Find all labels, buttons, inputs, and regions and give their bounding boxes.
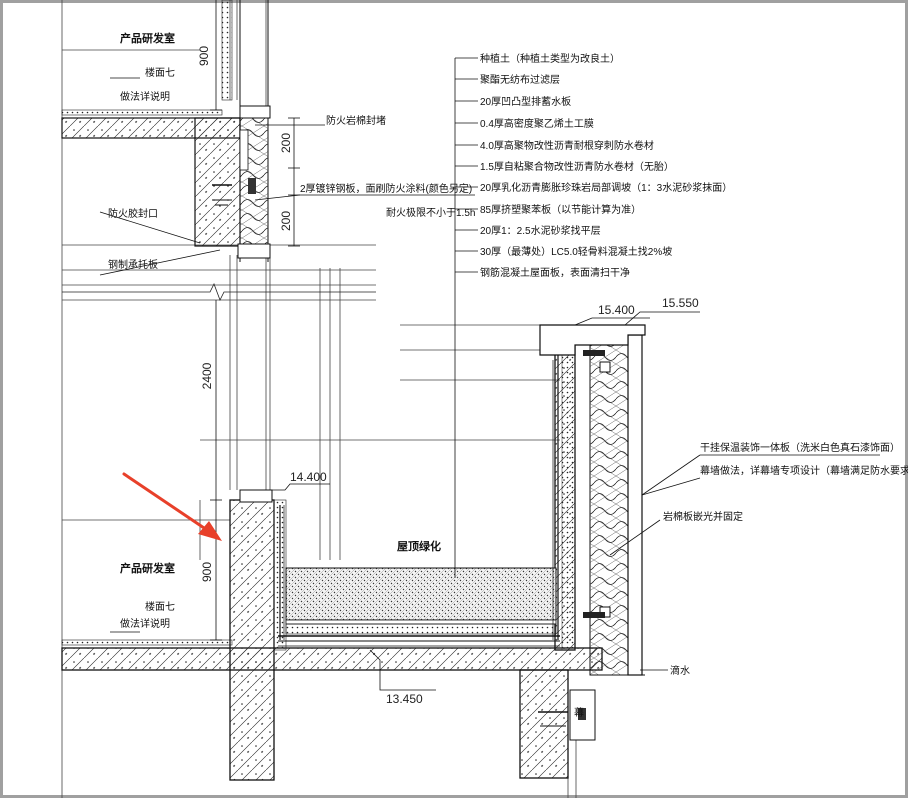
dim-200-b: 200 <box>279 211 293 231</box>
roof-garden-label: 屋顶绿化 <box>397 539 441 553</box>
curtain-wall-label: 幕墙做法，详幕墙专项设计（幕墙满足防水要求） <box>700 464 908 477</box>
room-label-bottom: 产品研发室 <box>120 561 175 575</box>
fire-rating-label: 耐火极限不小于1.5h <box>386 206 475 219</box>
roof-layer-8: 85厚挤塑聚苯板（以节能计算为准） <box>480 203 641 216</box>
elevation-15550: 15.550 <box>662 296 699 310</box>
roof-layer-11: 钢筋混凝土屋面板，表面清扫干净 <box>480 266 630 279</box>
facade-tag: 幕 <box>574 706 584 719</box>
elevation-15400: 15.400 <box>598 303 635 317</box>
drip-label: 滴水 <box>670 664 690 677</box>
dim-2400: 2400 <box>200 362 214 389</box>
roof-layer-7: 20厚乳化沥青膨胀珍珠岩局部调坡（1：3水泥砂浆抹面） <box>480 181 732 194</box>
roof-layer-4: 0.4厚高密度聚乙烯土工膜 <box>480 117 594 130</box>
roof-layer-3: 20厚凹凸型排蓄水板 <box>480 95 571 108</box>
floor-note-top-1: 楼面七 <box>145 66 175 79</box>
fire-seal-label: 防火胶封口 <box>108 207 158 220</box>
steel-bracket-label: 钢制承托板 <box>108 258 158 271</box>
floor-note-top-2: 做法详说明 <box>120 90 170 103</box>
elevation-13450: 13.450 <box>386 692 423 706</box>
upper-slab <box>61 109 269 247</box>
cladding-label: 干挂保温装饰一体板（洗米白色真石漆饰面） <box>700 441 900 454</box>
roof-layer-list: 种植土（种植土类型为改良土） 聚酯无纺布过滤层 20厚凹凸型排蓄水板 0.4厚高… <box>480 52 732 279</box>
wool-fix-label: 岩棉板嵌光并固定 <box>663 510 743 523</box>
grid-lines <box>61 0 577 798</box>
dimension-lines <box>210 0 300 641</box>
roof-layer-5: 4.0厚高聚物改性沥青耐根穿刺防水卷材 <box>480 139 654 152</box>
upper-facade <box>221 0 271 262</box>
roof-layer-6: 1.5厚自粘聚合物改性沥青防水卷材（无胎） <box>480 160 674 173</box>
floor-note-bottom-1: 楼面七 <box>145 600 175 613</box>
room-label-top: 产品研发室 <box>120 31 175 45</box>
roof-layer-1: 种植土（种植土类型为改良土） <box>480 52 620 65</box>
leader-lines <box>99 57 880 691</box>
dim-200-a: 200 <box>279 133 293 153</box>
red-arrow-icon <box>122 472 222 541</box>
lower-structure <box>61 324 646 781</box>
rock-wool-label: 防火岩棉封堵 <box>326 114 386 127</box>
steel-plate-label: 2厚镀锌钢板，面刷防火涂料(颜色另定) <box>300 182 472 195</box>
elevation-14400: 14.400 <box>290 470 327 484</box>
roof-layer-2: 聚酯无纺布过滤层 <box>480 73 560 86</box>
roof-layer-9: 20厚1：2.5水泥砂浆找平层 <box>480 224 601 237</box>
roof-layer-10: 30厚（最薄处）LC5.0轻骨料混凝土找2%坡 <box>480 245 672 258</box>
break-line <box>62 283 376 301</box>
dim-900-top: 900 <box>197 46 211 66</box>
floor-note-bottom-2: 做法详说明 <box>120 617 170 630</box>
roof-garden-layers <box>278 355 560 647</box>
dim-900-bottom: 900 <box>200 562 214 582</box>
